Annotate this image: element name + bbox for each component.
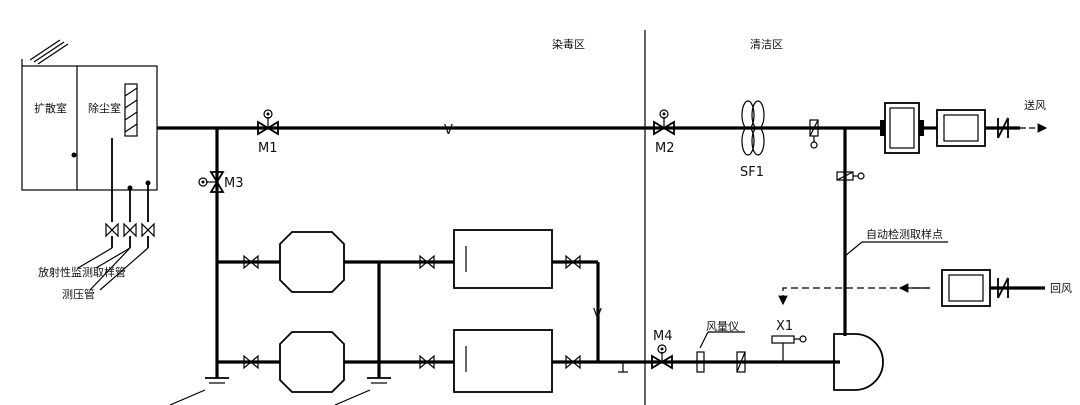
damper-bottom[interactable]: [736, 351, 746, 373]
label-auto-sampling-point: 自动检测取样点: [866, 227, 943, 241]
supply-damper: [997, 117, 1009, 139]
valve-filter-2c[interactable]: [565, 354, 581, 370]
flow-marker-top: V: [444, 123, 453, 138]
valve-m2[interactable]: [653, 109, 675, 136]
flow-marker-filter: V: [593, 307, 602, 322]
filter-unit-1: [453, 229, 553, 289]
label-supply-air: 送风: [1024, 98, 1046, 112]
room-label-dust-removal: 除尘室: [88, 101, 121, 115]
valve-filter-1b[interactable]: [419, 254, 435, 270]
valve-label-m4: M4: [653, 329, 673, 344]
label-radioactivity-sampling-tube: 放射性监测取样管: [38, 265, 126, 279]
filter-absorber-1: [279, 231, 345, 293]
label-airflow-meter: 风量仪: [706, 320, 739, 333]
damper-riser[interactable]: [836, 171, 865, 181]
fan-label-sf1: SF1: [740, 165, 764, 180]
zone-label-clean: 清洁区: [750, 38, 783, 51]
airflow-meter: [696, 331, 745, 373]
air-handler-unit-2: [936, 109, 986, 147]
room-label-diffusion: 扩散室: [34, 101, 67, 115]
valve-filter-1a[interactable]: [243, 254, 259, 270]
valve-m3[interactable]: [198, 171, 225, 193]
valve-m4[interactable]: [651, 344, 673, 370]
return-air-unit: [941, 269, 991, 307]
sampling-signal-line: [778, 287, 930, 306]
zone-label-contaminated: 染毒区: [552, 37, 585, 51]
sampler-label-x1: X1: [776, 319, 793, 334]
valve-filter-2b[interactable]: [419, 354, 435, 370]
return-damper: [997, 277, 1009, 299]
filter-unit-2: [453, 329, 553, 393]
valve-m1[interactable]: [257, 109, 279, 136]
valve-filter-1c[interactable]: [565, 254, 581, 270]
valve-label-m3: M3: [224, 176, 244, 191]
label-pressure-tube: 测压管: [62, 287, 95, 301]
fan-sf1[interactable]: [741, 100, 765, 156]
air-handler-unit-1: [880, 102, 924, 154]
damper-top[interactable]: [809, 119, 819, 149]
valve-filter-2a[interactable]: [243, 354, 259, 370]
valve-label-m2: M2: [655, 141, 675, 156]
label-return-air: 回风: [1050, 282, 1072, 295]
sampler-x1[interactable]: [771, 335, 807, 362]
filter-element: [124, 83, 138, 137]
room-block: 扩散室 除尘室: [21, 39, 158, 222]
filter-absorber-2: [279, 331, 345, 393]
valve-label-m1: M1: [258, 141, 278, 156]
sampling-valves: [105, 222, 155, 248]
centrifugal-fan: [833, 333, 884, 391]
